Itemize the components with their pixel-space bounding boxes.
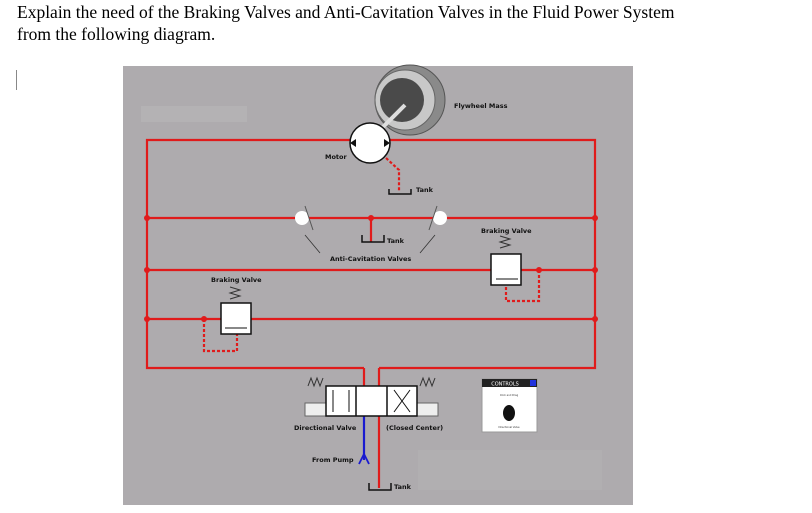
question-line-2: from the following diagram. (17, 24, 216, 44)
directional-valve-label: Directional Valve (294, 424, 357, 432)
controls-hint: Click and Drag (500, 393, 519, 397)
closed-center-label: (Closed Center) (386, 424, 443, 432)
pump-arrow-icon (358, 451, 370, 465)
text-cursor (16, 70, 17, 90)
flywheel-icon (374, 64, 446, 136)
controls-panel[interactable]: CONTROLS Click and Drag Directional Valv… (481, 378, 538, 433)
tank-icon (361, 189, 412, 491)
tank-label: Tank (394, 483, 412, 491)
close-icon[interactable] (530, 380, 536, 386)
spring-icon (498, 235, 512, 249)
tank-label: Tank (387, 237, 405, 245)
pointer-arrows (304, 234, 436, 254)
faded-block (418, 450, 602, 490)
flywheel-label: Flywheel Mass (454, 102, 508, 110)
tank-label: Tank (416, 186, 434, 194)
braking-valve-label: Braking Valve (481, 227, 532, 235)
controls-title: CONTROLS (491, 382, 519, 388)
question-text: Explain the need of the Braking Valves a… (17, 1, 807, 45)
motor-label: Motor (325, 153, 348, 161)
braking-valve-left-icon (220, 302, 252, 335)
knob-label: Directional Valve (498, 425, 520, 429)
anti-cavitation-label: Anti-Cavitation Valves (330, 255, 411, 263)
braking-valve-label: Braking Valve (211, 276, 262, 284)
anti-cavitation-valve-icon (295, 205, 447, 231)
spring-icon (228, 286, 242, 300)
faded-block (141, 106, 247, 122)
from-pump-label: From Pump (312, 456, 354, 464)
directional-valve-knob[interactable] (503, 405, 515, 421)
question-line-1: Explain the need of the Braking Valves a… (17, 2, 675, 22)
junction-dots (144, 215, 598, 322)
braking-valve-right-icon (490, 253, 522, 286)
directional-valve-icon (304, 376, 439, 417)
